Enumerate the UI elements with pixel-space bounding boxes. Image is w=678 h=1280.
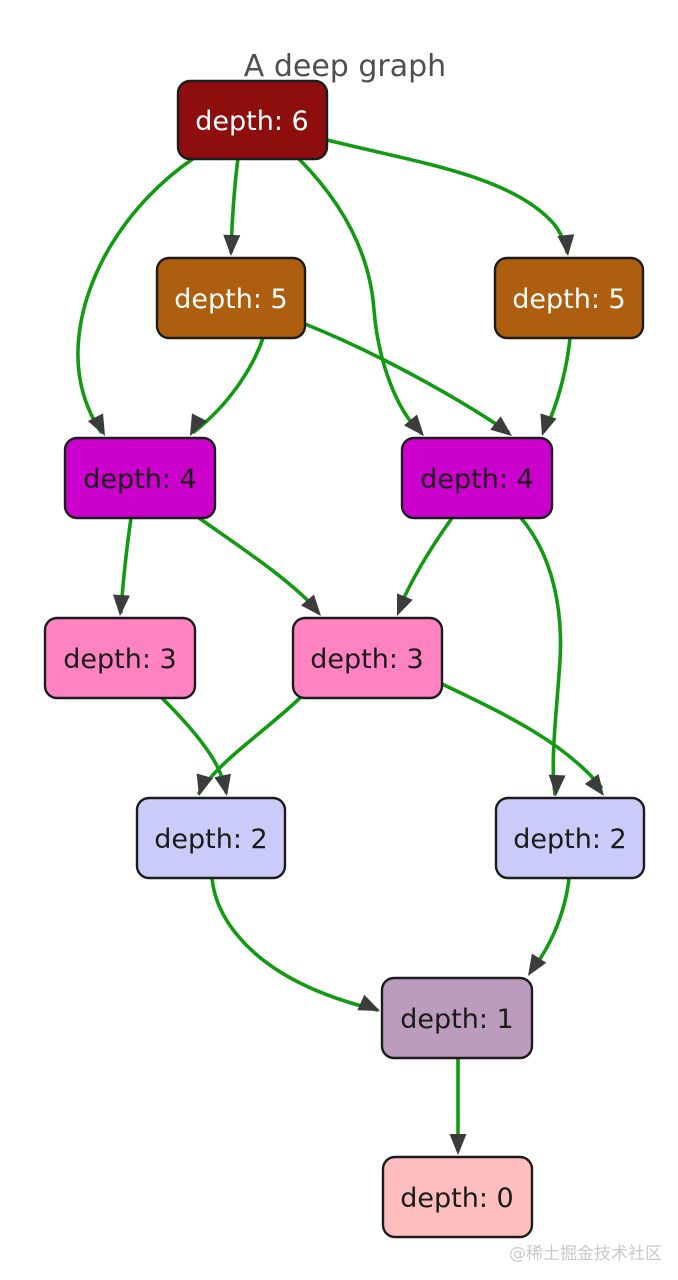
node-box-depth3-left: [43, 616, 197, 700]
arrowhead-depth4-left-a: [87, 413, 105, 436]
edge-depth6-to-depth4-right: [296, 156, 423, 435]
node-depth2-left: depth: 2: [135, 796, 287, 880]
node-box-depth5-left: [155, 256, 307, 340]
watermark: @稀土掘金技术社区: [509, 1244, 662, 1264]
node-label-depth3-left: depth: 3: [63, 644, 176, 675]
node-depth5-right: depth: 5: [493, 256, 645, 340]
diagram-title: A deep graph: [244, 49, 446, 84]
node-depth1: depth: 1: [380, 976, 534, 1060]
arrowhead-layer: [87, 234, 604, 1155]
edge-depth2-left-to-depth1: [210, 876, 379, 1012]
node-box-depth1: [380, 976, 534, 1060]
node-label-depth6: depth: 6: [195, 106, 308, 137]
edge-depth4-right-to-depth3-center: [397, 516, 454, 611]
arrowhead-depth3-center-a: [300, 594, 321, 616]
node-box-depth5-right: [493, 256, 645, 340]
arrowhead-depth4-right-b: [490, 416, 512, 436]
arrowhead-depth4-right-c: [540, 413, 557, 436]
node-box-depth6: [176, 79, 329, 161]
edge-depth6-to-depth5-right: [325, 138, 569, 254]
node-box-depth2-right: [494, 796, 646, 880]
arrowhead-depth2-left-b: [196, 773, 213, 796]
node-label-depth2-right: depth: 2: [513, 824, 626, 855]
edge-depth3-center-to-depth2-left: [197, 696, 302, 795]
node-box-depth4-left: [63, 436, 217, 520]
arrowhead-depth5-left: [223, 234, 241, 256]
node-label-depth4-right: depth: 4: [420, 464, 533, 495]
edge-depth5-left-to-depth4-left: [192, 336, 265, 434]
arrowhead-depth2-right-a: [548, 774, 566, 796]
arrowhead-depth3-center-b: [396, 593, 413, 616]
node-label-depth2-left: depth: 2: [154, 824, 267, 855]
node-depth5-left: depth: 5: [155, 256, 307, 340]
edge-depth5-left-to-depth4-right: [303, 322, 510, 434]
node-label-depth4-left: depth: 4: [83, 464, 196, 495]
node-depth6: depth: 6: [176, 79, 329, 161]
edge-depth4-right-to-depth2-right: [519, 516, 563, 796]
arrowhead-depth4-right-a: [403, 414, 424, 436]
node-box-depth4-right: [400, 436, 554, 520]
edge-depth6-to-depth4-left: [76, 156, 196, 434]
node-label-depth5-right: depth: 5: [512, 284, 625, 315]
node-box-depth0: [381, 1155, 534, 1239]
node-depth2-right: depth: 2: [494, 796, 646, 880]
node-box-depth2-left: [135, 796, 287, 880]
node-layer: depth: 6 depth: 5 depth: 5 depth: 4 dept…: [43, 79, 646, 1239]
node-depth4-right: depth: 4: [400, 436, 554, 520]
node-depth3-left: depth: 3: [43, 616, 197, 700]
node-label-depth1: depth: 1: [400, 1004, 513, 1035]
node-label-depth5-left: depth: 5: [174, 284, 287, 315]
arrowhead-depth5-right: [557, 234, 575, 256]
arrowhead-depth4-left-b: [190, 413, 208, 436]
node-label-depth3-center: depth: 3: [310, 644, 423, 675]
arrowhead-depth2-left-a: [214, 773, 231, 796]
arrowhead-depth2-right-b: [584, 774, 604, 796]
arrowhead-depth1-a: [357, 994, 380, 1011]
arrowhead-depth3-left: [112, 594, 130, 616]
node-label-depth0: depth: 0: [400, 1183, 513, 1214]
edge-depth4-left-to-depth3-center: [197, 516, 319, 612]
node-box-depth3-center: [291, 616, 444, 700]
arrowhead-depth0: [449, 1134, 467, 1155]
node-depth4-left: depth: 4: [63, 436, 217, 520]
node-depth0: depth: 0: [381, 1155, 534, 1239]
edge-depth3-center-to-depth2-right: [440, 682, 603, 789]
arrowhead-depth1-b: [528, 953, 547, 976]
node-depth3-center: depth: 3: [291, 616, 444, 700]
